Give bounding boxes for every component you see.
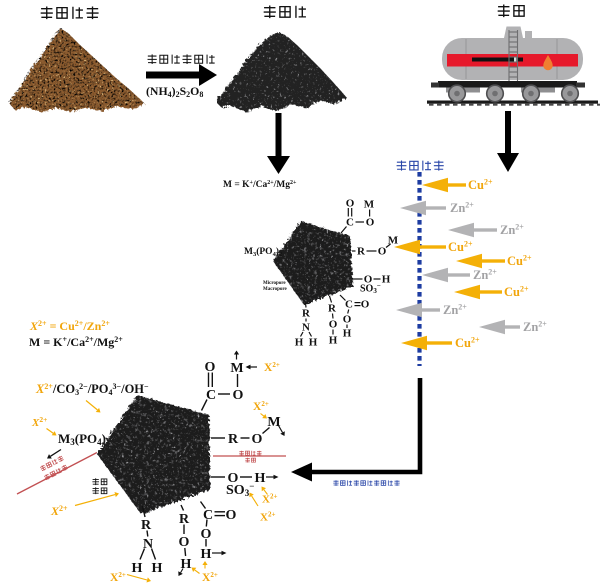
- svg-text:O: O: [226, 508, 237, 523]
- svg-text:O: O: [205, 360, 216, 375]
- svg-text:X2+: X2+: [50, 504, 68, 518]
- svg-text:O: O: [366, 217, 375, 229]
- svg-text:C: C: [206, 388, 216, 403]
- svg-text:M3(PO4)2: M3(PO4)2: [244, 246, 282, 258]
- svg-text:M = K+/Ca2+/Mg2+: M = K+/Ca2+/Mg2+: [223, 180, 297, 190]
- svg-text:O: O: [346, 198, 355, 210]
- svg-text:R: R: [179, 512, 190, 527]
- svg-text:O: O: [201, 527, 212, 542]
- svg-text:O: O: [179, 535, 190, 550]
- svg-text:H: H: [343, 328, 352, 340]
- svg-text:M: M: [230, 361, 243, 376]
- svg-text:H: H: [329, 335, 338, 347]
- svg-text:O: O: [233, 388, 244, 403]
- svg-text:X2+: X2+: [31, 415, 47, 429]
- svg-text:X2+/CO32−/PO43−/OH−: X2+/CO32−/PO43−/OH−: [35, 382, 149, 397]
- svg-text:Micropore: Micropore: [263, 281, 286, 286]
- svg-text:O: O: [329, 319, 338, 331]
- svg-text:H: H: [181, 557, 192, 572]
- svg-text:H: H: [152, 561, 163, 576]
- svg-text:M = K+/Ca2+/Mg2+: M = K+/Ca2+/Mg2+: [29, 335, 123, 349]
- svg-text:R: R: [228, 432, 239, 447]
- svg-text:O: O: [228, 471, 239, 486]
- svg-text:H: H: [309, 337, 318, 349]
- svg-text:R: R: [328, 303, 337, 315]
- svg-text:O: O: [378, 246, 387, 258]
- svg-text:C: C: [203, 508, 213, 523]
- svg-text:M: M: [388, 235, 399, 247]
- svg-text:H: H: [201, 547, 212, 562]
- svg-text:C: C: [346, 217, 354, 229]
- svg-text:N: N: [143, 537, 153, 552]
- svg-text:O: O: [343, 314, 352, 326]
- svg-text:X2+ = Cu2+/Zn2+: X2+ = Cu2+/Zn2+: [29, 319, 110, 333]
- svg-text:Macropore: Macropore: [263, 287, 287, 292]
- svg-text:H: H: [295, 337, 304, 349]
- svg-text:H: H: [255, 471, 266, 486]
- svg-text:R: R: [357, 246, 366, 258]
- svg-text:C: C: [345, 299, 353, 311]
- svg-text:O: O: [364, 274, 373, 286]
- svg-text:O: O: [252, 432, 263, 447]
- svg-text:R: R: [141, 518, 152, 533]
- svg-text:M: M: [364, 199, 375, 211]
- svg-text:H: H: [132, 561, 143, 576]
- svg-text:M: M: [267, 415, 280, 430]
- svg-text:(NH4)2S2O8: (NH4)2S2O8: [146, 84, 203, 99]
- svg-text:R: R: [302, 308, 311, 320]
- svg-text:N: N: [302, 322, 310, 334]
- svg-text:H: H: [382, 274, 391, 286]
- svg-text:O: O: [361, 299, 370, 311]
